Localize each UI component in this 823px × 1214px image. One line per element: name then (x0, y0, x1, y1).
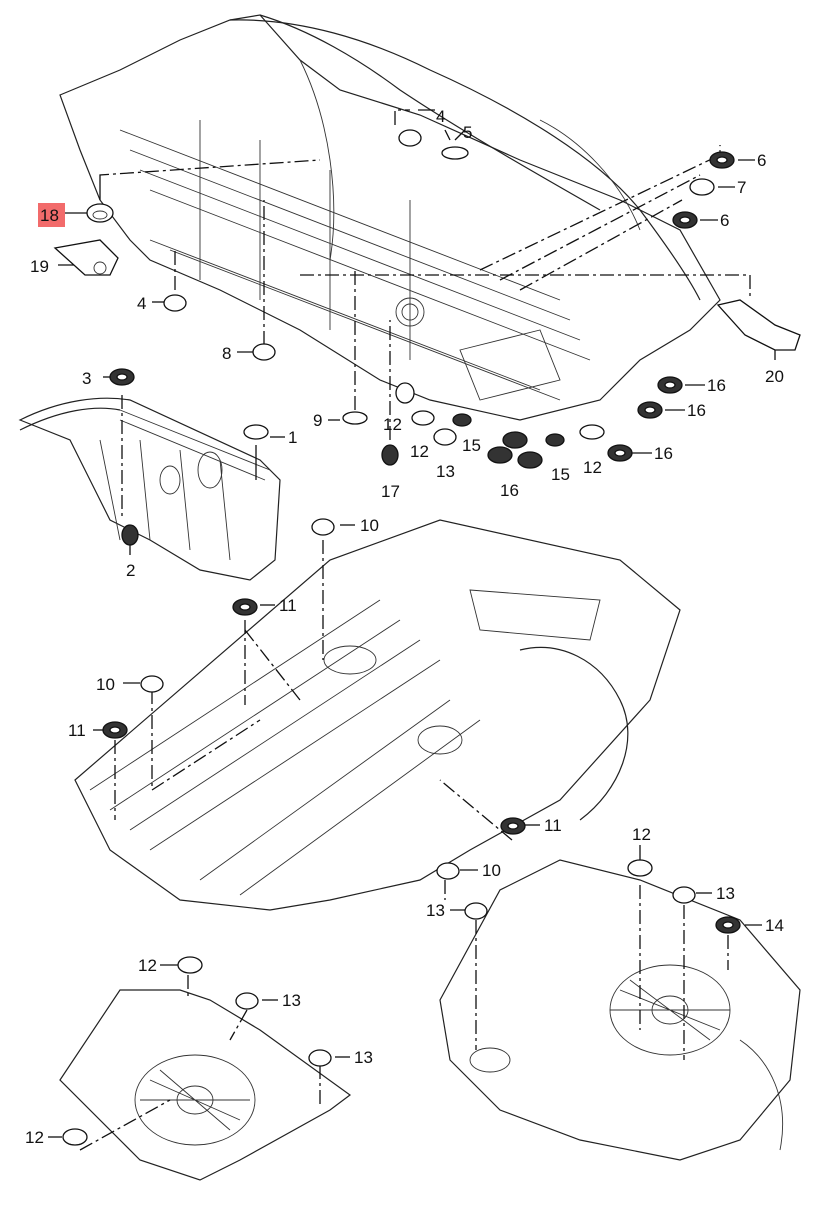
callout-16-c[interactable]: 16 (654, 444, 673, 463)
part-13-plug-d[interactable] (235, 992, 259, 1010)
callout-1[interactable]: 1 (288, 428, 297, 447)
highlight-box-18 (38, 203, 65, 227)
part-17-grommet[interactable] (381, 444, 399, 466)
callout-12-e[interactable]: 12 (138, 956, 157, 975)
part-2-grommet[interactable] (121, 524, 139, 546)
callout-5[interactable]: 5 (463, 123, 472, 142)
part-6-grommet-upper[interactable] (709, 151, 735, 169)
part-20-bracket[interactable] (716, 299, 801, 351)
part-18-grommet[interactable] (86, 203, 114, 223)
callout-14[interactable]: 14 (765, 916, 784, 935)
callout-10-a[interactable]: 10 (360, 516, 379, 535)
part-10-plug-a[interactable] (311, 518, 335, 536)
part-16-grommet-a[interactable] (657, 376, 683, 394)
part-1-plug[interactable] (243, 424, 269, 440)
callout-9[interactable]: 9 (313, 411, 322, 430)
callout-17[interactable]: 17 (381, 482, 400, 501)
callout-13-d[interactable]: 13 (282, 991, 301, 1010)
callout-3[interactable]: 3 (82, 369, 91, 388)
callout-12-f[interactable]: 12 (25, 1128, 44, 1147)
part-10-plug-c[interactable] (436, 862, 460, 880)
part-12-plug-f[interactable] (62, 1128, 88, 1146)
leader-lines (48, 109, 776, 1151)
front-body-assembly (59, 14, 721, 421)
part-5-oval-plug[interactable] (441, 146, 469, 160)
part-16-grommet-d[interactable] (487, 431, 543, 469)
part-12-plug-d[interactable] (627, 859, 653, 877)
callout-12-b[interactable]: 12 (410, 442, 429, 461)
callout-12-a[interactable]: 12 (383, 415, 402, 434)
callout-16-d[interactable]: 16 (500, 481, 519, 500)
callout-4-upper[interactable]: 4 (436, 107, 445, 126)
callout-19[interactable]: 19 (30, 257, 49, 276)
callout-6-lower[interactable]: 6 (720, 211, 729, 230)
callout-10-b[interactable]: 10 (96, 675, 115, 694)
part-16-grommet-c[interactable] (607, 444, 633, 462)
part-12-plug-c[interactable] (579, 424, 605, 440)
part-12-plug-b[interactable] (411, 410, 435, 426)
callout-labels: 18 19 4 8 4 5 6 7 6 20 16 16 16 16 9 12 … (25, 107, 784, 1147)
callout-10-c[interactable]: 10 (482, 861, 501, 880)
callout-12-c[interactable]: 12 (583, 458, 602, 477)
part-12-plug-a[interactable] (395, 382, 415, 404)
part-8-plug[interactable] (252, 343, 276, 361)
part-11-grommet-c[interactable] (500, 817, 526, 835)
part-7-plug[interactable] (689, 178, 715, 196)
callout-11-a[interactable]: 11 (279, 596, 297, 615)
spare-wheel-well-left (59, 989, 352, 1181)
part-19-bracket[interactable] (53, 239, 119, 276)
parts (53, 129, 801, 1146)
part-15-pad-a[interactable] (452, 413, 472, 427)
part-13-plug-b[interactable] (672, 886, 696, 904)
callout-13-c[interactable]: 13 (426, 901, 445, 920)
callout-11-c[interactable]: 11 (544, 816, 562, 835)
floor-pan-assembly (74, 519, 681, 911)
callout-13-a[interactable]: 13 (436, 462, 455, 481)
part-11-grommet-b[interactable] (102, 721, 128, 739)
part-10-plug-b[interactable] (140, 675, 164, 693)
part-14-grommet[interactable] (715, 916, 741, 934)
part-13-plug-a[interactable] (433, 428, 457, 446)
callout-4-lower[interactable]: 4 (137, 294, 146, 313)
callout-6-upper[interactable]: 6 (757, 151, 766, 170)
callout-13-b[interactable]: 13 (716, 884, 735, 903)
callout-15-b[interactable]: 15 (551, 465, 570, 484)
callout-12-d[interactable]: 12 (632, 825, 651, 844)
part-12-plug-e[interactable] (177, 956, 203, 974)
part-16-grommet-b[interactable] (637, 401, 663, 419)
part-11-grommet-a[interactable] (232, 598, 258, 616)
part-3-grommet[interactable] (109, 368, 135, 386)
part-6-grommet-lower[interactable] (672, 211, 698, 229)
part-4-plug-upper[interactable] (398, 129, 422, 147)
callout-13-e[interactable]: 13 (354, 1048, 373, 1067)
callout-7[interactable]: 7 (737, 178, 746, 197)
part-13-plug-c[interactable] (464, 902, 488, 920)
callout-15-a[interactable]: 15 (462, 436, 481, 455)
callout-16-a[interactable]: 16 (707, 376, 726, 395)
part-13-plug-e[interactable] (308, 1049, 332, 1067)
callout-20[interactable]: 20 (765, 367, 784, 386)
callout-11-b[interactable]: 11 (68, 721, 86, 740)
callout-2[interactable]: 2 (126, 561, 135, 580)
part-15-pad-b[interactable] (545, 433, 565, 447)
part-4-plug-lower[interactable] (163, 294, 187, 312)
rear-floor-assembly-right (439, 859, 801, 1161)
part-9-oval-plug[interactable] (342, 411, 368, 425)
callout-16-b[interactable]: 16 (687, 401, 706, 420)
callout-8[interactable]: 8 (222, 344, 231, 363)
rear-quarter-assembly (18, 397, 281, 581)
callout-18[interactable]: 18 (40, 206, 59, 225)
